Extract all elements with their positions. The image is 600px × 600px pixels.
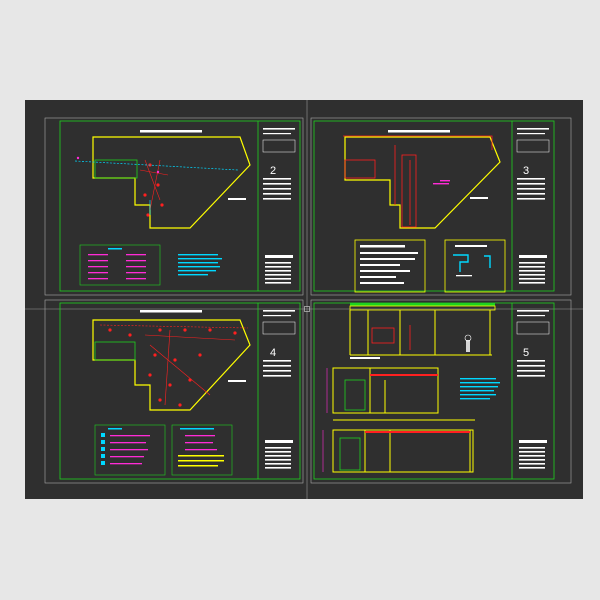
sheet-number-label: 4 [270, 347, 276, 359]
sheet-3-detail-box [444, 239, 506, 293]
sheet-2[interactable]: 2 [44, 117, 304, 296]
sheet-3[interactable]: 3 [310, 117, 572, 296]
sheet-number-label: 3 [523, 165, 529, 177]
sheet-4-legend-2 [171, 424, 233, 476]
sheet-5-notes [460, 378, 500, 400]
sheet-5-section-view [349, 303, 496, 356]
sheet-4-legend [94, 424, 166, 476]
sheet-4-lighting [99, 324, 249, 407]
sheet-2-notes [178, 254, 222, 276]
sheet-4[interactable]: 4 [44, 299, 304, 484]
crosshair-cursor-icon[interactable] [25, 100, 583, 499]
sheet-3-floorplan [344, 136, 501, 229]
sheet-2-legend [79, 244, 161, 286]
sheet-3-notes-box [354, 239, 426, 293]
sheet-4-title-block [262, 310, 296, 469]
sheet-5-title-block [516, 310, 550, 469]
sheet-number-label: 5 [523, 347, 529, 359]
sheet-5[interactable]: 5 [310, 299, 572, 484]
sheet-2-title-block [262, 128, 296, 284]
sheet-3-title-block [516, 128, 550, 284]
sheet-5-elevation-view [322, 367, 475, 473]
sheet-number-label: 2 [270, 165, 276, 177]
model-space-background [25, 100, 583, 499]
